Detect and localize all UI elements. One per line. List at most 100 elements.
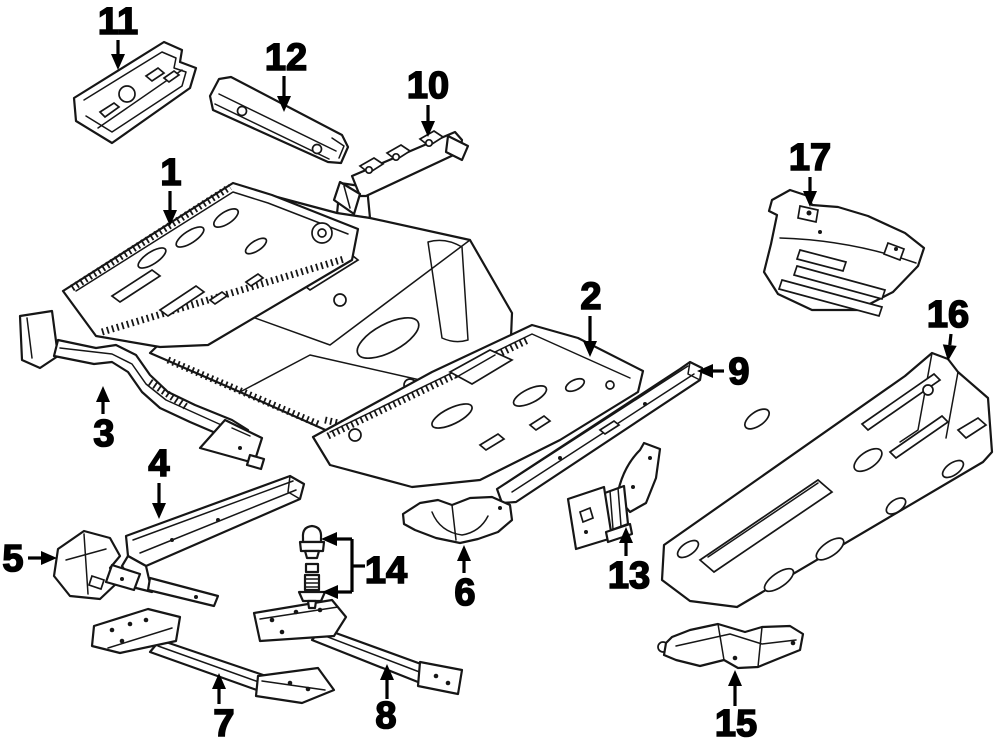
callout-5: 5 xyxy=(2,537,57,581)
hole xyxy=(605,380,615,390)
hole xyxy=(317,228,327,238)
rib-inner xyxy=(707,482,819,558)
left-plate xyxy=(90,607,182,655)
callout-6: 6 xyxy=(454,545,476,615)
part-4-side-rail-drawing xyxy=(120,474,306,608)
ridge-line xyxy=(675,633,797,647)
fold-line xyxy=(757,626,763,668)
detail-line xyxy=(259,606,339,620)
hole xyxy=(333,293,347,307)
arrowhead-icon xyxy=(942,344,957,361)
detail-line xyxy=(214,103,330,160)
hole-oval xyxy=(564,377,586,393)
detail-line xyxy=(26,317,33,359)
callout-4: 4 xyxy=(148,442,170,519)
right-hook xyxy=(444,134,470,162)
bowl-line xyxy=(431,511,489,536)
hole-oval xyxy=(356,316,420,360)
part-5-bracket-drawing xyxy=(52,529,142,601)
arrowhead-icon xyxy=(321,532,337,546)
part-15-bracket-drawing xyxy=(657,622,805,670)
rib xyxy=(698,478,834,574)
part-13-pillar-bracket-drawing xyxy=(566,441,662,551)
part-2-floor-pan-drawing xyxy=(311,323,645,489)
callout-13: 13 xyxy=(607,527,651,598)
hole-oval xyxy=(512,385,548,407)
part-outline xyxy=(662,622,805,670)
callout-12: 12 xyxy=(264,36,308,112)
callout-12-label: 12 xyxy=(265,37,307,79)
callout-16: 16 xyxy=(926,293,970,361)
curved-wing xyxy=(615,441,662,514)
hole xyxy=(922,384,934,396)
part-6-saddle-bracket-drawing xyxy=(401,495,514,545)
callout-9: 9 xyxy=(697,350,750,394)
callout-17-label: 17 xyxy=(789,137,831,179)
hole-oval xyxy=(137,247,167,269)
rib xyxy=(144,66,166,83)
bolt-hole xyxy=(424,138,434,148)
bolt-hole xyxy=(364,165,374,175)
part-7-crossmember-drawing xyxy=(90,607,336,705)
weld-dot xyxy=(818,230,822,234)
bolt-tip xyxy=(306,599,318,610)
part-1-floor-pan-drawing xyxy=(61,181,360,349)
leader-line xyxy=(948,333,953,346)
arrowhead-icon xyxy=(111,54,125,70)
callout-15: 15 xyxy=(714,670,758,746)
weld-dot xyxy=(631,485,635,489)
bolt-hole xyxy=(143,617,149,623)
fold-line xyxy=(83,533,89,595)
callout-7: 7 xyxy=(212,673,235,746)
rib xyxy=(888,414,950,460)
callout-8-label: 8 xyxy=(375,695,396,737)
callout-1: 1 xyxy=(160,151,182,226)
arrowhead-icon xyxy=(380,664,394,680)
bolt-hole xyxy=(109,627,115,633)
bolt-hole xyxy=(305,686,311,692)
inner-edge xyxy=(75,191,349,292)
inner-edge xyxy=(83,51,187,133)
callout-4-label: 4 xyxy=(148,443,169,485)
hole-oval xyxy=(175,226,205,248)
arrowhead-icon xyxy=(457,545,471,561)
clip-body xyxy=(298,540,326,553)
part-outline xyxy=(401,495,514,545)
hole-oval xyxy=(743,408,771,430)
hole-oval xyxy=(853,447,883,473)
end-foot xyxy=(245,453,266,471)
arrowhead-icon xyxy=(803,191,817,207)
bolt-hole xyxy=(317,607,323,613)
rib xyxy=(158,284,206,318)
arrowhead-icon xyxy=(152,503,166,519)
weld-dot xyxy=(558,456,562,460)
end-cap xyxy=(287,475,301,500)
hole-oval xyxy=(431,403,473,429)
lower-strip xyxy=(146,576,220,608)
callout-1-label: 1 xyxy=(160,152,181,194)
arrowhead-icon xyxy=(619,527,633,543)
tab xyxy=(882,241,906,262)
callout-5-label: 5 xyxy=(2,538,23,580)
weld-dot xyxy=(732,655,738,661)
serrated-edge xyxy=(70,184,232,291)
detail-line xyxy=(231,427,251,437)
part-14-fasteners-drawing xyxy=(297,524,327,610)
rib xyxy=(208,290,229,306)
tunnel-ridge xyxy=(427,239,469,343)
bolt-hole xyxy=(894,247,898,251)
hole-oval xyxy=(763,567,795,593)
callout-11: 11 xyxy=(97,0,139,70)
channel-line xyxy=(132,480,294,541)
part-10-mount-bracket-drawing xyxy=(332,130,470,216)
end-tab xyxy=(18,309,60,370)
part-12-crossmember-bar-drawing xyxy=(208,75,350,165)
detail-line xyxy=(218,93,337,152)
bolt-hole xyxy=(119,638,125,644)
left-plate xyxy=(252,598,348,643)
arrowhead-icon xyxy=(583,341,597,357)
arrowhead-icon xyxy=(697,364,713,378)
